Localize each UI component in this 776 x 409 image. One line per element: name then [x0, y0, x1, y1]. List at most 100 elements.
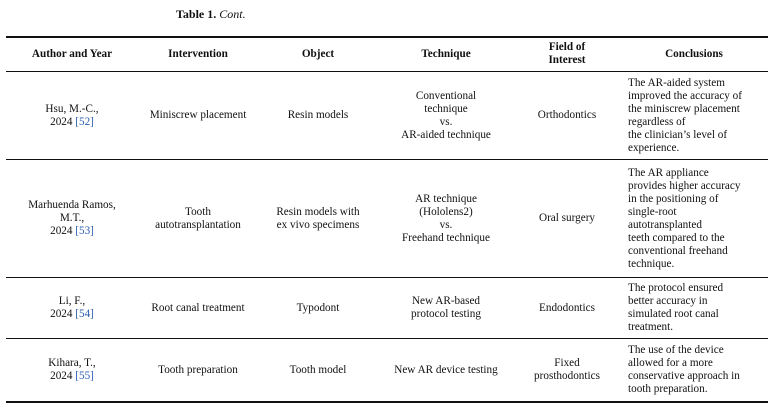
row2-conclusion-line: conventional freehand: [628, 244, 728, 257]
row2-intervention-line: autotransplantation: [155, 218, 241, 231]
row3-intervention: Root canal treatment: [138, 278, 258, 338]
row3-author-name: Li, F.,: [58, 295, 86, 307]
row4-intervention-line: Tooth preparation: [158, 363, 238, 376]
row3-author: Li, F., 2024 [54]: [6, 278, 138, 338]
row1-intervention-line: Miniscrew placement: [149, 109, 247, 121]
row2-object-line: ex vivo specimens: [276, 218, 360, 231]
row3-field: Endodontics: [514, 278, 620, 338]
row2-object: Resin models with ex vivo specimens: [258, 160, 378, 277]
header-intervention: Intervention: [138, 37, 258, 71]
row2-conclusion-line: The AR appliance: [628, 166, 709, 179]
row1-reference-link[interactable]: [52]: [75, 115, 94, 128]
header-author: Author and Year: [6, 37, 138, 71]
row3-object-line: Typodont: [296, 301, 340, 314]
row-divider-3: [6, 338, 768, 339]
header-conclusions-text: Conclusions: [665, 47, 723, 60]
row1-author-name: Hsu, M.-C.,: [45, 102, 99, 115]
header-object-text: Object: [301, 47, 335, 60]
table-top-rule: [6, 36, 768, 38]
row2-author-name: Marhuenda Ramos,: [28, 199, 116, 211]
row2-technique-line: Freehand technique: [402, 231, 490, 244]
row3-conclusion-line: The protocol ensured: [628, 282, 724, 294]
row3-technique-line: New AR-based: [411, 295, 481, 307]
row2-technique-line: AR technique: [415, 192, 477, 205]
table-bottom-rule: [6, 401, 768, 403]
row3-author-year: 2024: [50, 308, 76, 320]
header-author-text: Author and Year: [31, 47, 113, 60]
row1-object-line: Resin models: [287, 109, 349, 121]
row1-technique-line: technique: [424, 102, 468, 115]
row3-conclusion-line: simulated root canal: [628, 308, 719, 320]
row1-intervention: Miniscrew placement: [138, 72, 258, 159]
row3-conclusion-line: treatment.: [628, 321, 674, 333]
row4-conclusion-line: conservative approach in: [628, 370, 740, 382]
row4-author-year: 2024: [50, 370, 76, 382]
row2-conclusions: The AR appliance provides higher accurac…: [628, 160, 768, 277]
row3-reference-link[interactable]: [54]: [75, 308, 94, 320]
row3-object: Typodont: [258, 278, 378, 338]
row2-author-year: 2024: [50, 225, 76, 237]
row2-field: Oral surgery: [514, 160, 620, 277]
row1-conclusion-line: the miniscrew placement: [628, 102, 740, 115]
row1-author: Hsu, M.-C., 2024 [52]: [6, 72, 138, 159]
header-intervention-text: Intervention: [168, 47, 228, 60]
row4-reference-link[interactable]: [55]: [75, 370, 94, 382]
row4-field-line: Fixed: [554, 357, 580, 369]
row3-intervention-line: Root canal treatment: [151, 301, 245, 314]
table-caption-cont: Cont.: [219, 7, 246, 21]
row4-intervention: Tooth preparation: [138, 339, 258, 401]
row4-field: Fixed prosthodontics: [514, 339, 620, 401]
row1-object: Resin models: [258, 72, 378, 159]
row1-author-year: 2024: [50, 115, 76, 128]
row2-reference-link[interactable]: [53]: [75, 225, 94, 237]
row3-conclusions: The protocol ensured better accuracy in …: [628, 278, 768, 338]
row2-intervention: Tooth autotransplantation: [138, 160, 258, 277]
row1-conclusions: The AR-aided system improved the accurac…: [628, 72, 768, 159]
row4-conclusion-line: tooth preparation.: [628, 383, 708, 395]
row2-object-line: Resin models with: [276, 205, 360, 218]
row1-conclusion-line: regardless of: [628, 115, 686, 128]
row4-conclusions: The use of the device allowed for a more…: [628, 339, 768, 401]
row1-conclusion-line: the clinician’s level of: [628, 128, 728, 141]
header-field-line-1: Field of: [548, 41, 586, 53]
row2-conclusion-line: single-root: [628, 205, 677, 218]
row2-author: Marhuenda Ramos, M.T., 2024 [53]: [6, 160, 138, 277]
row-divider-2: [6, 277, 768, 278]
row3-field-line: Endodontics: [539, 301, 595, 314]
row3-technique: New AR-based protocol testing: [378, 278, 514, 338]
header-object: Object: [258, 37, 378, 71]
row2-intervention-line: Tooth: [185, 205, 211, 218]
header-technique-text: Technique: [421, 47, 471, 60]
row4-object-line: Tooth model: [289, 363, 347, 376]
row4-field-line: prosthodontics: [534, 370, 600, 382]
row4-conclusion-line: allowed for a more: [628, 357, 713, 369]
row1-field-line: Orthodontics: [537, 109, 597, 121]
row3-technique-line: protocol testing: [411, 308, 481, 320]
row2-conclusion-line: provides higher accuracy: [628, 179, 741, 192]
header-bottom-rule: [6, 71, 768, 72]
row1-technique-line: AR-aided technique: [401, 128, 491, 141]
row4-technique: New AR device testing: [378, 339, 514, 401]
table-caption: Table 1. Cont.: [176, 7, 246, 22]
row2-field-line: Oral surgery: [538, 212, 596, 224]
row3-conclusion-line: better accuracy in: [628, 295, 708, 307]
row4-author-name: Kihara, T.,: [48, 357, 96, 369]
row-divider-1: [6, 159, 768, 160]
row2-conclusion-line: autotransplanted: [628, 218, 702, 231]
row4-technique-line: New AR device testing: [394, 363, 498, 376]
row2-conclusion-line: in the positioning of: [628, 192, 719, 205]
header-conclusions: Conclusions: [620, 37, 768, 71]
row1-conclusion-line: The AR-aided system: [628, 76, 725, 89]
row2-conclusion-line: teeth compared to the: [628, 231, 725, 244]
header-technique: Technique: [378, 37, 514, 71]
table-caption-label: Table 1.: [176, 7, 217, 21]
row2-technique-line: vs.: [439, 218, 453, 231]
row1-field: Orthodontics: [514, 72, 620, 159]
header-field-line-2: Interest: [548, 54, 586, 66]
row1-conclusion-line: improved the accuracy of: [628, 89, 742, 102]
row2-technique: AR technique (Hololens2) vs. Freehand te…: [378, 160, 514, 277]
row4-object: Tooth model: [258, 339, 378, 401]
row1-conclusion-line: experience.: [628, 141, 680, 154]
row2-conclusion-line: technique.: [628, 257, 675, 270]
row4-author: Kihara, T., 2024 [55]: [6, 339, 138, 401]
